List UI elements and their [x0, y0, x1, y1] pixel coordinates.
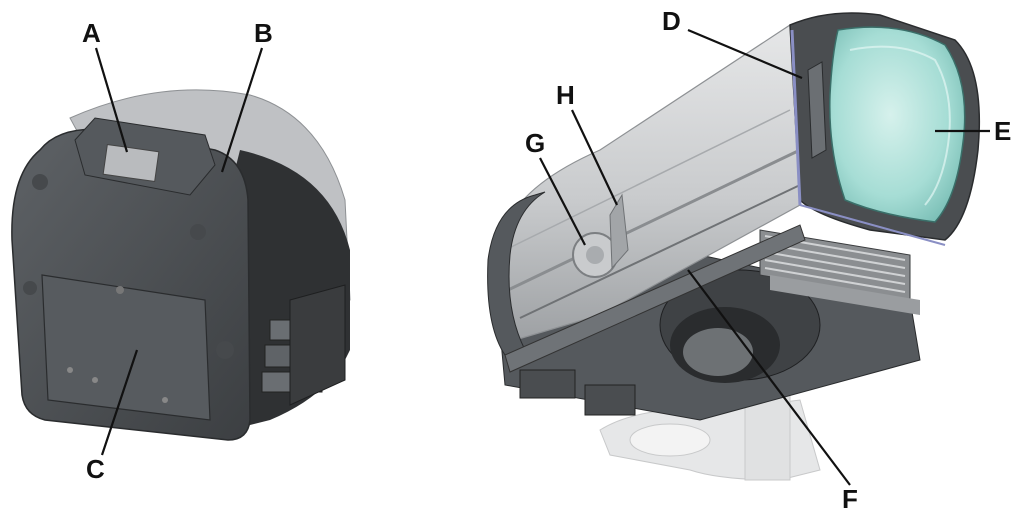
lens [829, 26, 966, 223]
bolt [190, 224, 206, 240]
side-rail [289, 284, 346, 406]
leader-d [687, 28, 803, 80]
callout-label-f: F [842, 484, 858, 514]
callout-e: E [935, 116, 1011, 146]
clamp-block [519, 369, 576, 399]
lens-clip [807, 61, 827, 159]
callout-b: B [220, 18, 273, 173]
callout-label-d: D [662, 6, 681, 36]
label-window [102, 143, 160, 183]
tilt-lock-knob-center [586, 246, 604, 264]
tube-rail [507, 148, 801, 292]
callout-label-a: A [82, 18, 101, 48]
leader-g [539, 157, 586, 246]
frame-trim [790, 29, 802, 206]
callout-c: C [86, 349, 139, 484]
front-view-unit [487, 12, 981, 481]
callout-d: D [662, 6, 803, 80]
callout-a: A [82, 18, 129, 153]
lens-ring [849, 45, 951, 206]
callout-label-h: H [556, 80, 575, 110]
frame-trim [799, 204, 946, 246]
callout-label-b: B [254, 18, 273, 48]
callout-label-c: C [86, 454, 105, 484]
bolt [32, 174, 48, 190]
bolt [216, 341, 234, 359]
under-shelf [770, 275, 920, 315]
callout-label-g: G [525, 128, 545, 158]
leader-b [220, 47, 264, 173]
leader-h [571, 109, 618, 206]
tilt-lever [609, 193, 629, 270]
bolt [23, 281, 37, 295]
callout-f: F [687, 269, 858, 514]
leader-f [687, 269, 851, 486]
tube-rail [519, 184, 801, 319]
bolt [67, 367, 73, 373]
callout-label-e: E [994, 116, 1011, 146]
bolt [162, 397, 168, 403]
leader-a [94, 47, 129, 153]
callout-g: G [525, 128, 586, 246]
rear-view-unit [11, 89, 351, 441]
tube-bottom-rail [504, 224, 806, 373]
clamp-block [584, 384, 636, 416]
callout-h: H [556, 80, 618, 206]
leader-c [100, 349, 139, 456]
access-panel [41, 274, 211, 421]
tube-rail [504, 109, 791, 251]
fan-mesh [683, 328, 753, 376]
heatsink-fins [764, 235, 906, 293]
bolt [92, 377, 98, 383]
ghost-yoke-ring [629, 423, 711, 457]
bolt [116, 286, 124, 294]
